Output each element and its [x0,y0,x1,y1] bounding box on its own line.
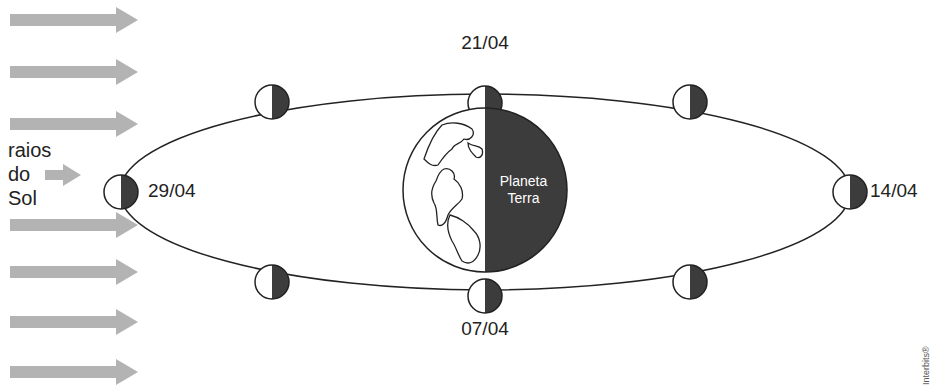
sun-rays-label: raios do Sol [8,138,60,210]
date-label: 14/04 [870,180,918,202]
date-label: 21/04 [461,32,509,54]
date-label: 29/04 [148,180,196,202]
earth-label: Planeta Terra [489,173,558,207]
earth-globe: Planeta Terra [402,107,568,273]
moon-orbit [120,94,850,290]
earth-shape [402,107,568,273]
date-label: 07/04 [461,318,509,340]
watermark: Interbits® [921,346,930,385]
moon-phases [104,85,867,313]
